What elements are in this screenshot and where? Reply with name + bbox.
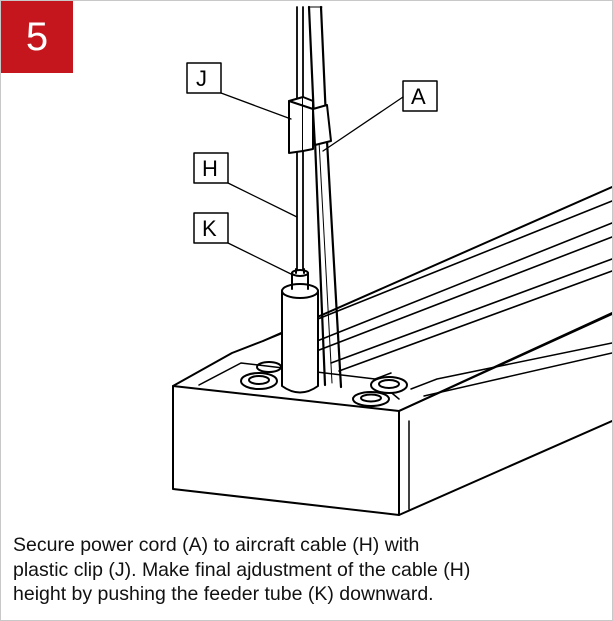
housing-side-edges — [398, 312, 612, 516]
callout-label-H: H — [202, 156, 218, 181]
leader-line-H — [227, 182, 298, 218]
caption-line-1: Secure power cord (A) to aircraft cable … — [13, 534, 420, 556]
callout-box-J — [186, 62, 222, 94]
leader-line-K — [227, 242, 294, 276]
leader-line-J — [220, 92, 292, 120]
callout-box-H — [193, 152, 229, 184]
housing-channel-grooves — [262, 200, 612, 372]
callout-label-A: A — [411, 84, 426, 109]
callout-box-K — [193, 212, 229, 244]
feeder-tube-K — [281, 268, 319, 394]
callout-label-J: J — [196, 66, 207, 91]
callout-box-A — [402, 80, 438, 112]
caption-line-3: height by pushing the feeder tube (K) do… — [13, 583, 434, 605]
leader-line-A — [322, 96, 404, 152]
fixture-illustration: J A H K — [172, 5, 612, 516]
housing-top-edges — [172, 186, 612, 412]
instruction-caption: Secure power cord (A) to aircraft cable … — [13, 533, 609, 607]
caption-line-2: plastic clip (J). Make final ajdustment … — [13, 558, 471, 581]
plastic-clip-J — [288, 96, 332, 154]
callout-label-K: K — [202, 216, 217, 241]
step-number-badge: 5 — [1, 1, 73, 73]
